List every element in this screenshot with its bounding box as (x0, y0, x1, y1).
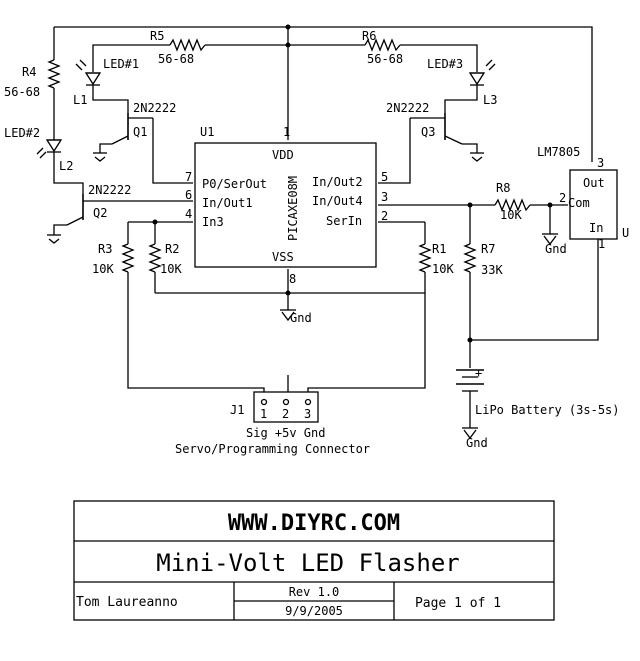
u1-part: PICAXE08M (286, 176, 300, 241)
q1-ref: Q1 (133, 125, 147, 139)
battery: + LiPo Battery (3s-5s) Gnd (456, 366, 620, 450)
reg-pin3: 3 (597, 156, 604, 170)
u1-pin4: 4 (185, 207, 192, 221)
tb-date: 9/9/2005 (285, 604, 343, 618)
r2-value: 10K (160, 262, 182, 276)
ground-chip: Gnd (280, 309, 312, 325)
q2-ref: Q2 (93, 206, 107, 220)
r7-ref: R7 (481, 242, 495, 256)
led-1: LED#1 L1 (73, 57, 139, 113)
battery-plus: + (475, 366, 482, 380)
r2-ref: R2 (165, 242, 179, 256)
title-block: WWW.DIYRC.COM Mini-Volt LED Flasher Tom … (73, 500, 555, 621)
led1-label: LED#1 (103, 57, 139, 71)
resistor-r2: R2 10K (148, 222, 182, 293)
r4-ref: R4 (22, 65, 36, 79)
l2-label: L2 (59, 159, 73, 173)
u1-ref: U1 (200, 125, 214, 139)
resistor-r1: R1 10K (418, 222, 454, 293)
r4-value: 56-68 (4, 85, 40, 99)
top-rail-wires (53, 26, 593, 162)
reg-out: Out (583, 176, 605, 190)
j1-ref: J1 (230, 403, 244, 417)
q3-ref: Q3 (421, 125, 435, 139)
u1-vss: VSS (272, 250, 294, 264)
chip-u1: U1 1 VDD VSS PICAXE08M P0/SerOut In/Out1… (185, 125, 388, 286)
r3-value: 10K (92, 262, 114, 276)
r1-ref: R1 (432, 242, 446, 256)
reg-part: LM7805 (537, 145, 580, 159)
transistor-q2: 2N2222 Q2 (47, 183, 193, 244)
r3-ref: R3 (98, 242, 112, 256)
u1-pin8: 8 (289, 272, 296, 286)
led3-label: LED#3 (427, 57, 463, 71)
j1-pin2: 2 (282, 407, 289, 421)
reg-com: Com (568, 196, 590, 210)
u1-pin6: 6 (185, 188, 192, 202)
led2-label: LED#2 (4, 126, 40, 140)
pin-serin: SerIn (326, 214, 362, 228)
u1-pin3: 3 (381, 190, 388, 204)
battery-label: LiPo Battery (3s-5s) (475, 403, 620, 417)
ground-regulator: Gnd (542, 205, 567, 256)
l1-label: L1 (73, 93, 87, 107)
led-3: LED#3 L3 (427, 57, 497, 113)
connector-caption: Servo/Programming Connector (175, 442, 370, 456)
tb-title: Mini-Volt LED Flasher (156, 549, 459, 577)
pin-in-out2: In/Out2 (312, 175, 363, 189)
pin-in-out4: In/Out4 (312, 194, 363, 208)
gnd-reg-label: Gnd (545, 242, 567, 256)
gnd-battery-label: Gnd (466, 436, 488, 450)
gnd-chip-label: Gnd (290, 311, 312, 325)
reg-pin2: 2 (559, 191, 566, 205)
u1-pin5: 5 (381, 170, 388, 184)
u1-vdd: VDD (272, 148, 294, 162)
resistor-r6: R6 56-68 (362, 29, 403, 66)
resistor-r4: R4 56-68 (4, 59, 61, 140)
connector-j1: J1 1 2 3 Sig +5v Gnd Servo/Programming C… (175, 391, 370, 456)
tb-page: Page 1 of 1 (415, 596, 501, 611)
tb-author: Tom Laureanno (76, 595, 178, 610)
u1-pin7: 7 (185, 170, 192, 184)
q2-type: 2N2222 (88, 183, 131, 197)
u1-pin1: 1 (283, 125, 290, 139)
r6-ref: R6 (362, 29, 376, 43)
j1-pin1: 1 (260, 407, 267, 421)
resistor-r7: R7 33K (463, 205, 503, 368)
r7-value: 33K (481, 263, 503, 277)
r1-value: 10K (432, 262, 454, 276)
junction-dots (152, 24, 553, 343)
q1-type: 2N2222 (133, 101, 176, 115)
transistor-q3: 2N2222 Q3 (378, 101, 484, 184)
j1-pin-names: Sig +5v Gnd (246, 426, 325, 440)
r8-ref: R8 (496, 181, 510, 195)
j1-pin3: 3 (304, 407, 311, 421)
chip-wires (128, 204, 495, 310)
pin-in-out1: In/Out1 (202, 196, 253, 210)
tb-url: WWW.DIYRC.COM (228, 511, 400, 536)
resistor-r5: R5 56-68 (150, 29, 206, 66)
tb-rev: Rev 1.0 (289, 585, 340, 599)
reg-in: In (589, 221, 603, 235)
pin-p0-serout: P0/SerOut (202, 177, 267, 191)
u1-pin2: 2 (381, 209, 388, 223)
q3-type: 2N2222 (386, 101, 429, 115)
led-2: LED#2 L2 (4, 126, 84, 194)
l3-label: L3 (483, 93, 497, 107)
resistor-r3: R3 10K (92, 222, 250, 389)
regulator-lm7805: LM7805 3 Out Com In 2 1 U (470, 145, 629, 341)
r5-value: 56-68 (158, 52, 194, 66)
resistor-r8: R8 10K (494, 181, 568, 222)
r8-value: 10K (500, 208, 522, 222)
connector-wires (250, 293, 426, 400)
r5-ref: R5 (150, 29, 164, 43)
pin-in3: In3 (202, 215, 224, 229)
reg-pin1: 1 (598, 237, 605, 251)
r6-value: 56-68 (367, 52, 403, 66)
reg-u: U (622, 226, 629, 240)
transistor-q1: 2N2222 Q1 (93, 101, 193, 184)
